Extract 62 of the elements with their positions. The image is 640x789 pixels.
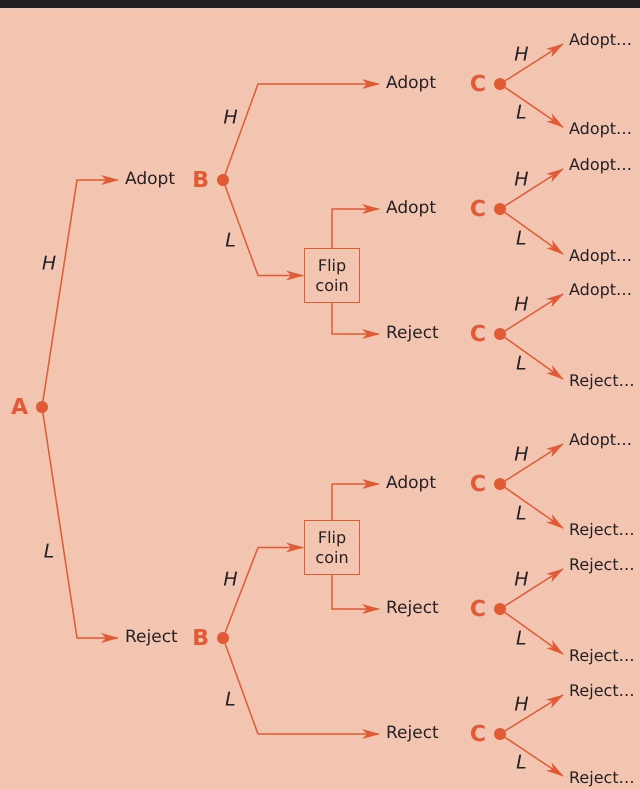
decision-dot <box>494 328 506 340</box>
outcome-label: Reject… <box>569 372 635 390</box>
decision-dot <box>494 728 506 740</box>
arrow <box>331 303 380 339</box>
decision-dot <box>36 401 48 413</box>
decision-dot <box>494 478 506 490</box>
process-box: Flip coin <box>304 248 360 303</box>
outcome-label: Adopt… <box>569 246 632 266</box>
outcome-label: Reject… <box>569 556 635 574</box>
arrow <box>504 612 564 655</box>
arrow <box>504 486 564 529</box>
outcome-label: Reject <box>386 324 439 344</box>
arrow <box>331 204 380 248</box>
outcome-label: Reject <box>125 628 178 648</box>
arrow <box>224 185 304 280</box>
outcome-label: Reject… <box>569 646 635 666</box>
arrow <box>504 336 564 380</box>
arrow <box>224 643 380 739</box>
node-letter: B <box>192 170 209 192</box>
arrow <box>224 542 304 633</box>
decision-dot <box>494 203 506 215</box>
node-letter: C <box>470 199 486 221</box>
arrow <box>331 479 380 520</box>
outcome-label: Adopt… <box>569 30 632 50</box>
arrow <box>224 79 380 175</box>
outcome-label: Adopt <box>386 474 436 494</box>
decision-dot <box>217 174 229 186</box>
arrow <box>504 568 564 606</box>
node-letter: C <box>470 74 486 96</box>
node-letter: C <box>470 724 486 746</box>
arrow <box>504 293 564 332</box>
node-letter: A <box>10 397 28 419</box>
outcome-label: Adopt <box>386 199 436 219</box>
outcome-label: Adopt… <box>569 120 632 138</box>
decision-dot <box>494 78 506 90</box>
decision-dot <box>217 632 229 644</box>
arrow <box>504 168 564 206</box>
outcome-label: Adopt <box>386 74 436 94</box>
outcome-label: Adopt… <box>569 156 632 174</box>
node-letter: C <box>470 324 486 346</box>
arrow <box>504 694 564 732</box>
outcome-label: Adopt… <box>569 280 632 300</box>
arrow <box>504 86 564 128</box>
outcome-label: Reject <box>386 599 439 619</box>
node-letter: C <box>470 599 486 621</box>
outcome-label: Adopt <box>125 170 175 190</box>
arrow <box>42 175 119 402</box>
outcome-label: Reject… <box>569 682 635 700</box>
outcome-label: Adopt… <box>569 430 632 450</box>
outcome-label: Reject… <box>569 520 635 540</box>
process-box: Flip coin <box>304 520 360 575</box>
arrow <box>331 575 380 614</box>
outcome-label: Reject… <box>569 768 635 788</box>
node-letter: B <box>192 628 209 650</box>
arrow <box>504 43 564 82</box>
outcome-label: Reject <box>386 724 439 744</box>
arrow <box>504 736 564 777</box>
decision-dot <box>494 603 506 615</box>
arrow <box>42 412 119 643</box>
node-letter: C <box>470 474 486 496</box>
arrow <box>504 443 564 482</box>
arrow <box>504 212 564 255</box>
